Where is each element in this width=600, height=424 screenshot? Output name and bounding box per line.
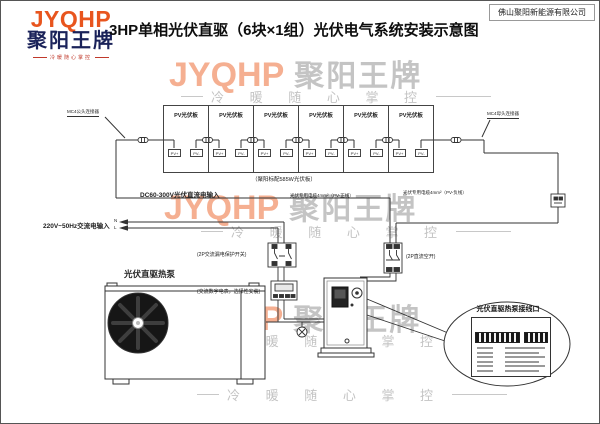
pv-panel-label: PV光伏板 bbox=[354, 113, 378, 119]
pv-panel-1: PV光伏板 PV+ PV- bbox=[163, 105, 209, 173]
ac-rcd-label: (2P交流漏电保护开关) bbox=[197, 252, 247, 258]
mc4-left-label: MC4公头连接器 bbox=[67, 109, 100, 117]
pv-panel-label: PV光伏板 bbox=[264, 113, 288, 119]
heat-pump-unit bbox=[104, 282, 266, 385]
ac-rcd-breaker-symbol bbox=[267, 242, 297, 281]
ac-input-wires bbox=[119, 219, 285, 243]
terminal-text-column-left bbox=[477, 347, 493, 375]
pv-terminal-positive: PV+ bbox=[348, 149, 361, 157]
tagline-text: 冷暖随心掌控 bbox=[49, 55, 92, 61]
dc-breaker-label: (2P直流空开) bbox=[406, 254, 436, 260]
pv-terminal-positive: PV+ bbox=[393, 149, 406, 157]
junction-symbol bbox=[296, 322, 308, 338]
ac-live-label: L bbox=[114, 225, 117, 230]
dc-inline-isolator-symbol bbox=[550, 193, 566, 208]
pv-terminal-negative: PV- bbox=[235, 149, 248, 157]
pv-panel-label: PV光伏板 bbox=[174, 113, 198, 119]
pv-panel-4: PV光伏板 PV+ PV- bbox=[298, 105, 344, 173]
pv-terminal-negative: PV- bbox=[280, 149, 293, 157]
pv-panel-label: PV光伏板 bbox=[309, 113, 333, 119]
ac-meter-symbol bbox=[266, 280, 324, 323]
terminal-strip-right bbox=[524, 332, 548, 343]
mc4-connector-symbols bbox=[137, 137, 462, 143]
ac-neutral-label: N bbox=[114, 217, 118, 223]
brand-logo: JYQHP 聚阳王牌 冷暖随心掌控 bbox=[23, 7, 119, 61]
pv-panel-label: PV光伏板 bbox=[219, 113, 243, 119]
pv-terminal-negative: PV- bbox=[190, 149, 203, 157]
callout-leader-lines bbox=[366, 298, 449, 342]
pv-panel-3: PV光伏板 PV+ PV- bbox=[253, 105, 299, 173]
pv-panel-6: PV光伏板 PV+ PV- bbox=[388, 105, 434, 173]
company-name-box: 佛山聚阳新能源有限公司 bbox=[489, 4, 595, 21]
pv-cable-positive-label: 光伏专用电缆4mm²（PV-正线） bbox=[290, 192, 354, 198]
pv-terminal-negative: PV- bbox=[415, 149, 428, 157]
pv-panel-2: PV光伏板 PV+ PV- bbox=[208, 105, 254, 173]
pv-terminal-positive: PV+ bbox=[303, 149, 316, 157]
pv-terminal-positive: PV+ bbox=[168, 149, 181, 157]
logo-brand-text: 聚阳王牌 bbox=[27, 30, 115, 52]
dc-input-label: DC60-300V光伏直流电输入 bbox=[140, 192, 220, 199]
terminal-strip-left bbox=[475, 332, 520, 343]
page-title: 3HP单相光伏直驱（6块×1组）光伏电气系统安装示意图 bbox=[109, 22, 479, 39]
ac-input-label: 220V~50Hz交流电输入 bbox=[43, 223, 110, 230]
ac-meter-label: (交流数字电表，选择性安装) bbox=[197, 289, 261, 295]
terminal-text-column-right bbox=[505, 347, 545, 375]
pv-terminal-positive: PV+ bbox=[258, 149, 271, 157]
pv-spec-note: （聚阳标配585W光伏板） bbox=[252, 177, 316, 183]
tagline-line bbox=[95, 57, 109, 58]
pv-terminal-negative: PV- bbox=[370, 149, 383, 157]
callout-terminal-box bbox=[471, 317, 551, 377]
pv-terminal-negative: PV- bbox=[325, 149, 338, 157]
logo-jyqhp-text: JYQHP bbox=[30, 6, 112, 32]
pv-controller-unit bbox=[317, 277, 375, 358]
tagline-line bbox=[32, 57, 47, 58]
pv-cable-negative-label: 光伏专用电缆4mm²（PV-负线） bbox=[403, 190, 467, 195]
pv-panel-5: PV光伏板 PV+ PV- bbox=[343, 105, 389, 173]
callout-title: 光伏直驱热泵接线口 bbox=[476, 306, 540, 313]
dc-breaker-symbol bbox=[360, 242, 403, 282]
pv-panel-label: PV光伏板 bbox=[399, 113, 423, 119]
heat-pump-label: 光伏直驱热泵 bbox=[124, 269, 176, 279]
mc4-right-label: MC4母头连接器 bbox=[487, 111, 520, 119]
logo-tagline: 冷暖随心掌控 bbox=[23, 54, 119, 61]
pv-terminal-positive: PV+ bbox=[213, 149, 226, 157]
